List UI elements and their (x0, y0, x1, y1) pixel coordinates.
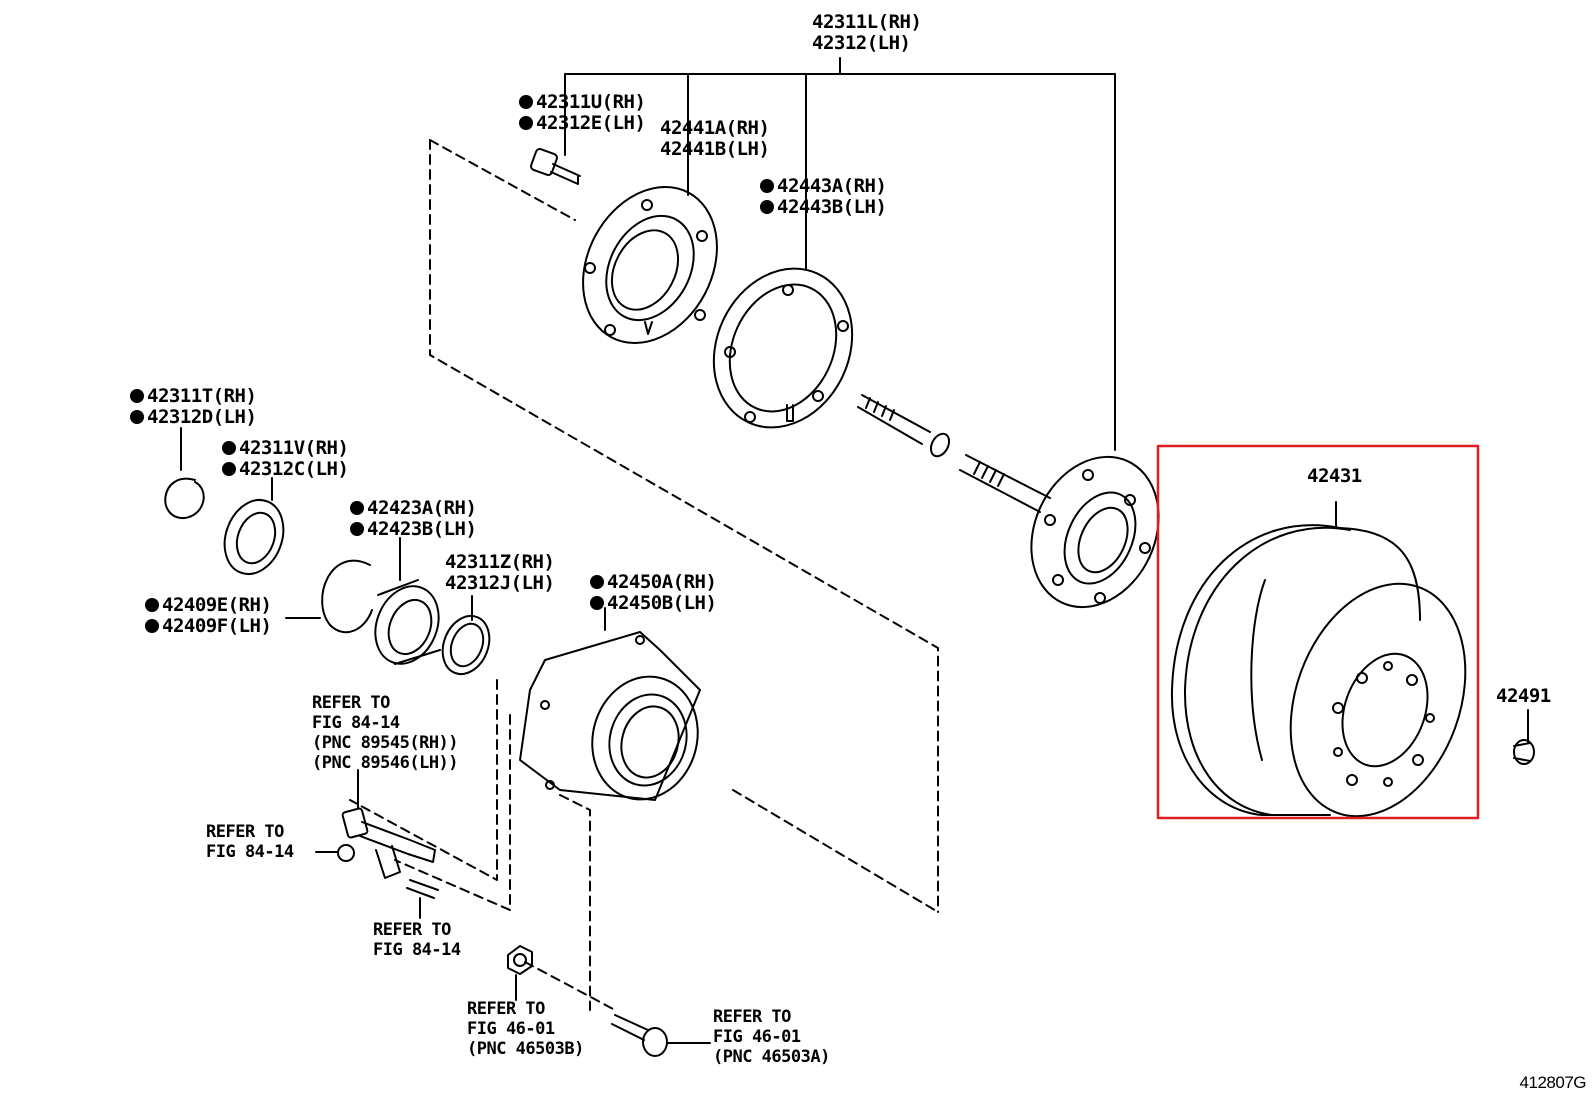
label-line: 42311L(RH) (812, 11, 922, 33)
label-line: REFER TO (373, 920, 451, 940)
label-line: 42311T(RH) (130, 386, 257, 407)
label-line: 42491 (1496, 685, 1551, 707)
label-line: 42312(LH) (812, 32, 911, 54)
label-line: 42423A(RH) (350, 498, 477, 519)
label-42311V: 42311V(RH)42312C(LH) (222, 438, 349, 480)
axle-shaft-42311L-icon (857, 394, 1160, 609)
label-line: 42312D(LH) (130, 407, 257, 428)
label-line: REFER TO (467, 999, 545, 1019)
brake-disc-42431-icon (1170, 501, 1467, 818)
label-42450A: 42450A(RH)42450B(LH) (590, 572, 717, 614)
label-line: 42312J(LH) (445, 572, 555, 594)
label-line: (PNC 89545(RH)) (312, 733, 459, 753)
label-line: 42431 (1307, 465, 1362, 487)
label-line: FIG 84-14 (373, 940, 461, 960)
bullet-dot-icon (590, 596, 604, 610)
label-line: (PNC 89546(LH)) (312, 753, 459, 773)
bullet-dot-icon (350, 501, 364, 515)
label-line: (PNC 46503A) (713, 1047, 830, 1067)
bullet-dot-icon (760, 179, 774, 193)
bullet-dot-icon (350, 522, 364, 536)
label-42311U: 42311U(RH)42312E(LH) (519, 92, 646, 134)
bullet-dot-icon (519, 95, 533, 109)
label-line: 42312C(LH) (222, 459, 349, 480)
label-line: FIG 46-01 (713, 1027, 801, 1047)
retaining-ring-42409E-icon (285, 559, 373, 634)
label-42311Z: 42311Z(RH)42312J(LH) (445, 551, 555, 594)
bullet-dot-icon (590, 575, 604, 589)
label-line: 42311Z(RH) (445, 551, 555, 573)
label-line: 42443B(LH) (760, 197, 887, 218)
clip-icon (315, 844, 355, 862)
highlight-box (1156, 444, 1480, 820)
bullet-dot-icon (145, 619, 159, 633)
label-42431: 42431 (1307, 466, 1362, 487)
hub-bolt-icon (611, 1014, 711, 1057)
hole-plug-42491-icon (1513, 709, 1535, 765)
bullet-dot-icon (519, 116, 533, 130)
label-line: 42311V(RH) (222, 438, 349, 459)
label-line: (PNC 46503B) (467, 1039, 584, 1059)
label-line: 42423B(LH) (350, 519, 477, 540)
label-line: 42409E(RH) (145, 595, 272, 616)
label-line: 42443A(RH) (760, 176, 887, 197)
bullet-dot-icon (222, 462, 236, 476)
label-42311L: 42311L(RH)42312(LH) (812, 11, 922, 54)
label-line: 42441B(LH) (660, 138, 770, 160)
label-42409E: 42409E(RH)42409F(LH) (145, 595, 272, 637)
seal-42311Z-icon (441, 595, 491, 676)
label-42311T: 42311T(RH)42312D(LH) (130, 386, 257, 428)
bullet-dot-icon (222, 441, 236, 455)
bullet-dot-icon (130, 389, 144, 403)
label-line: REFER TO (312, 693, 390, 713)
label-line: REFER TO (206, 822, 284, 842)
label-42441A: 42441A(RH)42441B(LH) (660, 117, 770, 160)
diagram-code: 412807G (1519, 1073, 1587, 1092)
label-line: 42450B(LH) (590, 593, 717, 614)
assembly-envelope (349, 139, 939, 1011)
label-line: FIG 46-01 (467, 1019, 555, 1039)
bearing-retainer-42441A-icon (582, 185, 718, 345)
hub-nut-icon (507, 945, 533, 1001)
label-line: 42450A(RH) (590, 572, 717, 593)
gasket-42443A-icon (712, 267, 854, 429)
bullet-dot-icon (130, 410, 144, 424)
bullet-dot-icon (145, 598, 159, 612)
bearing-42423A-icon (374, 537, 441, 665)
bullet-dot-icon (760, 200, 774, 214)
label-42443A: 42443A(RH)42443B(LH) (760, 176, 887, 218)
label-line: 42312E(LH) (519, 113, 646, 134)
label-line: 42311U(RH) (519, 92, 646, 113)
small-stud-icon (406, 879, 439, 919)
leader-42311L (564, 57, 1116, 451)
snap-ring-42311T-icon (164, 427, 205, 520)
axle-carrier-42450A-icon (519, 607, 701, 801)
oil-seal-42311V-icon (223, 477, 285, 575)
label-line: FIG 84-14 (312, 713, 400, 733)
label-42491: 42491 (1496, 686, 1551, 707)
label-line: FIG 84-14 (206, 842, 294, 862)
speed-sensor-icon (341, 769, 436, 879)
label-line: 42441A(RH) (660, 117, 770, 139)
label-42423A: 42423A(RH)42423B(LH) (350, 498, 477, 540)
label-line: 42409F(LH) (145, 616, 272, 637)
hub-bolt-42311U-icon (530, 148, 581, 185)
label-line: REFER TO (713, 1007, 791, 1027)
